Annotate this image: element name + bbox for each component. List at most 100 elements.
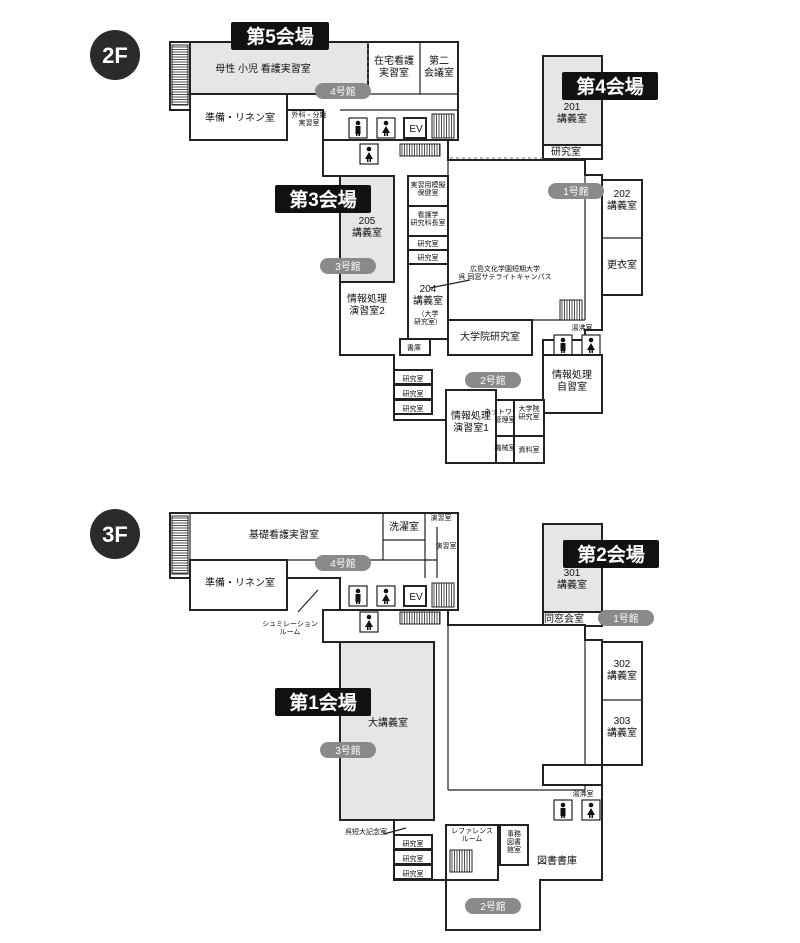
room-yutou-area <box>542 764 603 786</box>
restroom-male-icon <box>553 799 573 821</box>
elevator <box>403 585 427 607</box>
restroom-icon-leg <box>358 133 360 136</box>
room-label: 研究室 <box>403 404 424 413</box>
stairs-frame <box>431 113 455 139</box>
room-label: 大学院研究室 <box>460 330 520 343</box>
room-label: 研究室 <box>403 374 424 383</box>
building-name: 1号館 <box>563 185 589 198</box>
restroom-female-icon <box>359 611 379 633</box>
stairs-icon <box>431 582 455 608</box>
restroom-icon-leg <box>591 815 593 818</box>
room-label: 準備・リネン室 <box>205 576 275 589</box>
building-tag-bg <box>320 258 376 274</box>
hall-label-bg <box>563 540 659 568</box>
room-label: 在宅看護実習室 <box>374 54 414 79</box>
hall-name: 第4会場 <box>576 75 644 98</box>
hall-label: 第2会場 <box>563 540 659 568</box>
room-label: 情報処理自習室 <box>552 368 592 393</box>
room-label: 研究室 <box>418 253 439 262</box>
floor-name: 3F <box>102 522 128 547</box>
hall-name: 第3会場 <box>289 188 357 211</box>
floor-badge: 2F <box>90 30 140 80</box>
room-label: 演習室 <box>431 513 452 522</box>
restroom-icon-leg <box>367 159 369 162</box>
room-junbi <box>189 559 288 611</box>
room-shiryo <box>513 435 545 464</box>
room-daigakuin <box>447 319 533 356</box>
room-kenkyu <box>393 399 433 415</box>
elevator-label: EV <box>409 592 423 603</box>
room-label: 大学院研究室 <box>519 404 540 421</box>
restroom-icon-body <box>365 152 373 159</box>
restroom-icon-body <box>560 808 566 816</box>
stairs-frame <box>171 44 189 106</box>
room-label: 呉短大記念室 <box>345 827 387 836</box>
restroom-icon-head <box>355 588 361 594</box>
room-label: 実習用模擬保健室 <box>411 180 446 197</box>
stairs-icon <box>399 143 441 157</box>
building-tag: 1号館 <box>598 610 654 626</box>
restroom-icon-body <box>587 343 595 350</box>
room-label: 機械室 <box>495 443 516 452</box>
building-tag-bg <box>465 898 521 914</box>
building-name: 2号館 <box>480 374 506 387</box>
hall-name: 第5会場 <box>246 25 314 48</box>
room-label: 書庫 <box>407 343 421 352</box>
wall-line <box>297 589 319 613</box>
room-label: 基礎看護実習室 <box>249 528 319 541</box>
room-label: 事務図書館室 <box>507 829 521 854</box>
room-label: 図書書庫 <box>537 854 577 867</box>
hall-label-bg <box>231 22 329 50</box>
building-name: 3号館 <box>335 260 361 273</box>
restroom-icon-head <box>588 337 594 343</box>
stairs-frame <box>559 299 583 321</box>
building-tag: 4号館 <box>315 555 371 571</box>
wall-line <box>429 279 471 289</box>
restroom-icon-head <box>383 588 389 594</box>
restroom-icon-head <box>560 802 566 808</box>
restroom-icon-leg <box>384 133 386 136</box>
restroom-male-icon <box>348 117 368 139</box>
restroom-icon-leg <box>369 159 371 162</box>
hall-label-bg <box>275 185 371 213</box>
room-label: 準備・リネン室 <box>205 111 275 124</box>
hall-label: 第1会場 <box>275 688 371 716</box>
stairs-frame <box>399 143 441 157</box>
building-tag: 1号館 <box>548 183 604 199</box>
hall-name: 第1会場 <box>289 691 357 714</box>
room-joho-jishu <box>542 354 603 414</box>
room-junbi <box>189 93 288 141</box>
restroom-icon-leg <box>591 350 593 353</box>
floor-2f: 2F母性 小児 看護実習室在宅看護実習室第二会議室準備・リネン室外科・分娩実習室… <box>90 22 658 464</box>
wall-line <box>383 827 407 835</box>
restroom-icon-leg <box>369 627 371 630</box>
restroom-female-icon <box>376 585 396 607</box>
restroom-icon-leg <box>589 350 591 353</box>
hall-label-bg <box>562 72 658 100</box>
room-label: 研究室 <box>403 869 424 878</box>
building-name: 2号館 <box>480 900 506 913</box>
restroom-icon-head <box>355 120 361 126</box>
room-label: 洗濯室 <box>389 520 419 533</box>
room-joho1 <box>445 389 497 464</box>
restroom-icon-body <box>365 620 373 627</box>
building-tag: 2号館 <box>465 372 521 388</box>
building-tag: 4号館 <box>315 83 371 99</box>
building-name: 3号館 <box>335 744 361 757</box>
hall-name: 第2会場 <box>577 543 645 566</box>
room-r204 <box>407 263 449 340</box>
room-label: 更衣室 <box>607 258 637 271</box>
room-label: 研究室 <box>418 239 439 248</box>
floor-badge-circle <box>90 30 140 80</box>
room-label: 第二会議室 <box>424 54 454 79</box>
room-label: （大学研究室） <box>414 309 442 326</box>
restroom-icon-leg <box>386 601 388 604</box>
room-label: 研究室 <box>403 839 424 848</box>
building-tag: 2号館 <box>465 898 521 914</box>
room-label: 湯沸室 <box>572 323 593 332</box>
